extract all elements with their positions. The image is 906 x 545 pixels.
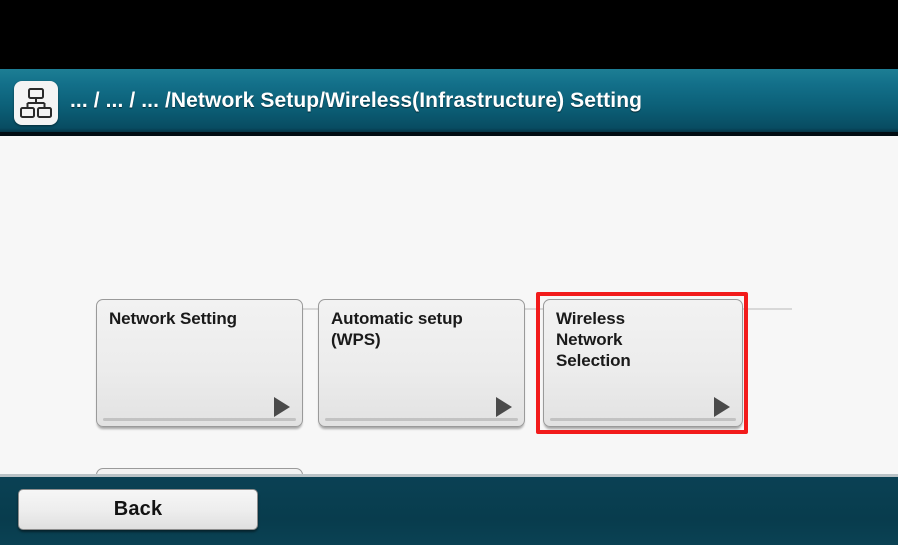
network-tree-icon xyxy=(14,81,58,125)
footer-bar: Back xyxy=(0,474,898,545)
tile-label: Automatic setup (WPS) xyxy=(331,309,463,349)
screen-right-edge xyxy=(898,0,906,545)
chevron-right-icon xyxy=(274,397,290,417)
top-black-bar xyxy=(0,0,906,69)
tile-underline xyxy=(325,418,518,421)
content-area: Network Setting Automatic setup (WPS) Wi… xyxy=(0,136,898,545)
chevron-right-icon xyxy=(714,397,730,417)
tile-underline xyxy=(550,418,736,421)
tile-network-setting[interactable]: Network Setting xyxy=(96,299,303,427)
tile-label: Network Setting xyxy=(109,309,237,328)
tile-automatic-setup-wps[interactable]: Automatic setup (WPS) xyxy=(318,299,525,427)
tile-wireless-network-selection[interactable]: Wireless Network Selection xyxy=(543,299,743,427)
breadcrumb: ... / ... / ... /Network Setup/Wireless(… xyxy=(70,89,643,112)
tile-underline xyxy=(103,418,296,421)
chevron-right-icon xyxy=(496,397,512,417)
back-button[interactable]: Back xyxy=(18,489,258,530)
header-bar: ... / ... / ... /Network Setup/Wireless(… xyxy=(0,69,898,136)
tile-label: Wireless Network Selection xyxy=(556,309,631,370)
